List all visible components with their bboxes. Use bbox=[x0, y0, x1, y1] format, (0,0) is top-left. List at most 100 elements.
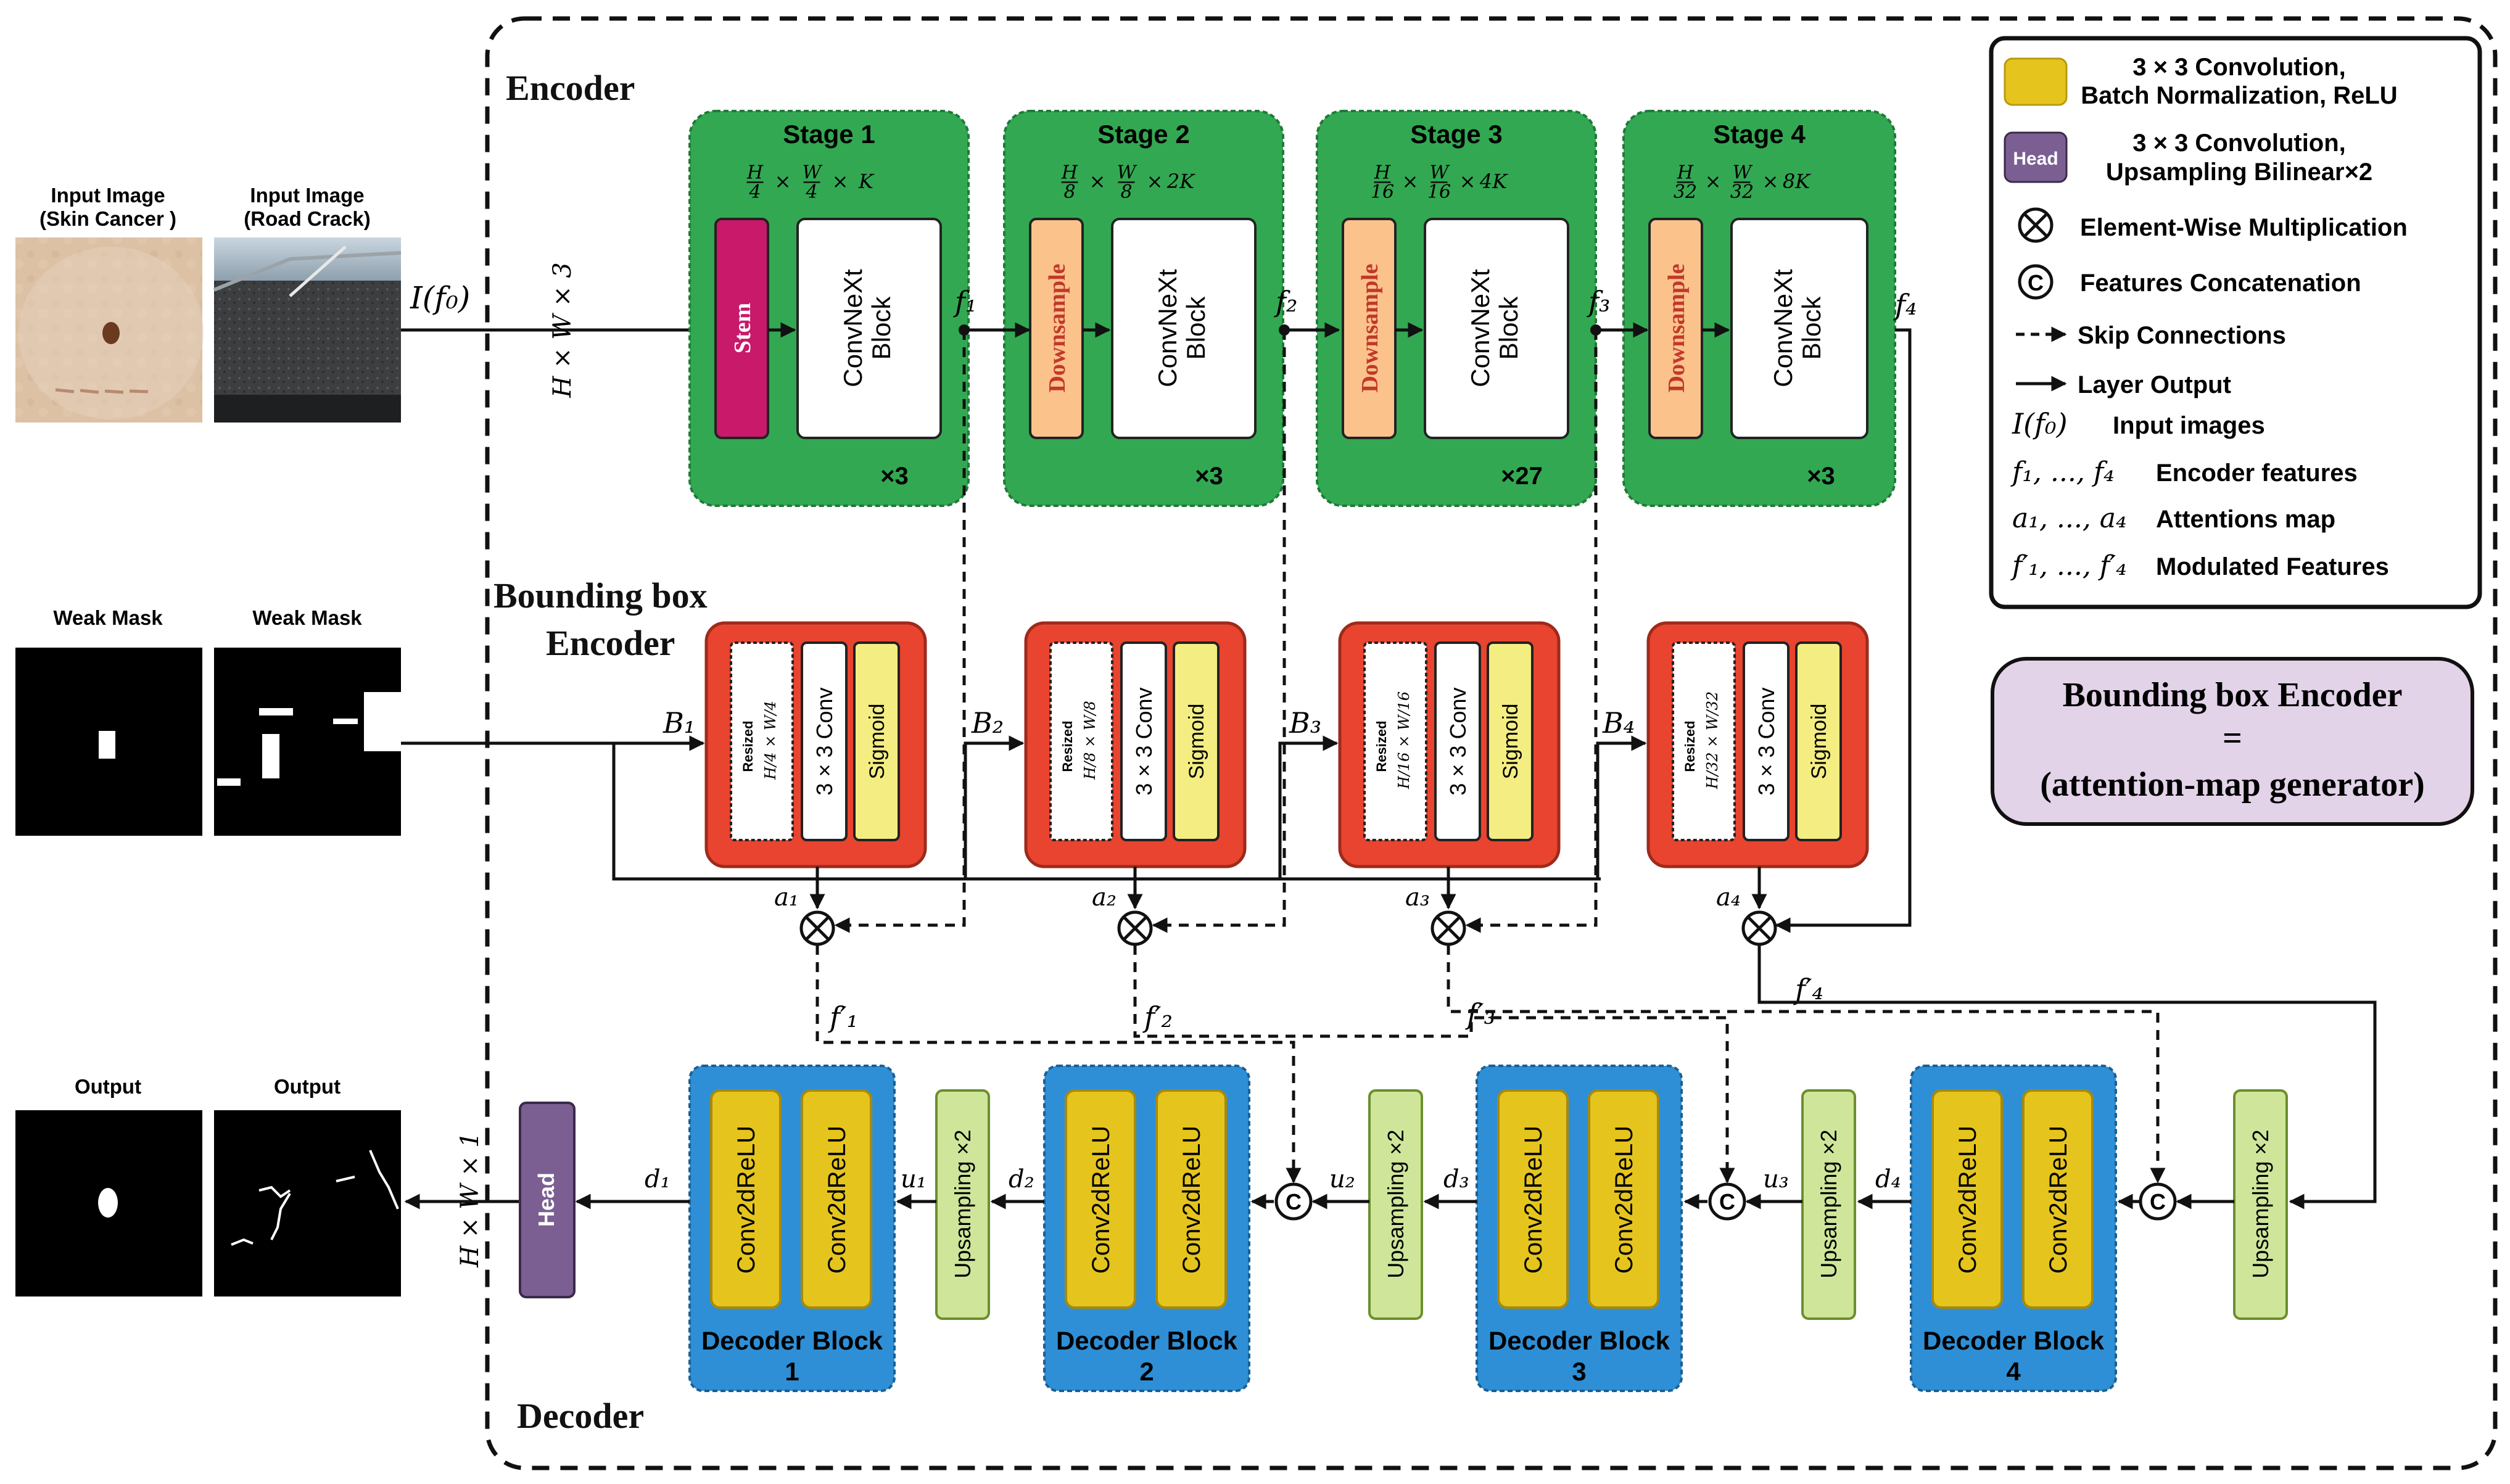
svg-text:×: × bbox=[1705, 170, 1722, 193]
b3-arrow bbox=[1278, 735, 1339, 879]
concat-node-3: C bbox=[2139, 1182, 2177, 1221]
stage-repeat: ×3 bbox=[1807, 463, 1835, 490]
conv2drelu-block: Conv2dReLU bbox=[1155, 1089, 1227, 1309]
f3-label: f₃ bbox=[1587, 285, 1610, 318]
stage-dims: H16×W16×4K bbox=[1371, 162, 1508, 204]
svg-text:C: C bbox=[1286, 1189, 1302, 1214]
multiply-node-1 bbox=[799, 910, 835, 946]
svg-text:×: × bbox=[832, 170, 849, 193]
stem-block: Stem bbox=[714, 218, 769, 439]
b2-label: B₂ bbox=[971, 706, 1004, 740]
svg-text:Downsample: Downsample bbox=[1664, 263, 1690, 392]
svg-text:×: × bbox=[775, 170, 791, 193]
svg-text:Resized: Resized bbox=[1374, 720, 1389, 772]
conv2drelu-block: Conv2dReLU bbox=[1588, 1089, 1659, 1309]
skip-f3 bbox=[1465, 330, 1598, 933]
f2p-to-concat bbox=[1133, 945, 1735, 1184]
weak-mask-skin: Weak Mask bbox=[15, 606, 202, 836]
legend-head-line2: Upsampling Bilinear×2 bbox=[2106, 159, 2372, 186]
d4-label: d₄ bbox=[1875, 1165, 1901, 1193]
sigmoid-block: Sigmoid bbox=[853, 641, 900, 841]
svg-text:H/8 × W/8: H/8 × W/8 bbox=[1081, 701, 1099, 780]
conv3x3-block: 3 × 3 Conv bbox=[1434, 641, 1481, 841]
input-road-label-1: Input Image bbox=[250, 184, 364, 207]
attention-label-4: a₄ bbox=[1716, 883, 1741, 912]
f2-label: f₂ bbox=[1274, 285, 1297, 318]
skip-f1 bbox=[834, 330, 966, 933]
conv2drelu-block: Conv2dReLU bbox=[2022, 1089, 2094, 1309]
svg-text:ConvNeXt: ConvNeXt bbox=[1769, 269, 1798, 387]
f4-to-mult bbox=[1775, 328, 1912, 933]
upsampling-block-4: Upsampling ×2 bbox=[2233, 1089, 2288, 1320]
svg-text:H: H bbox=[746, 162, 764, 184]
sigmoid-block: Sigmoid bbox=[1173, 641, 1220, 841]
legend-conv-chip bbox=[2004, 57, 2068, 106]
f2p-label: f′₂ bbox=[1142, 1000, 1173, 1034]
svg-text:×: × bbox=[1402, 170, 1419, 193]
input-road-image: Input Image (Road Crack) bbox=[213, 184, 402, 423]
svg-text:C: C bbox=[1719, 1189, 1735, 1214]
legend-mod-text: Modulated Features bbox=[2156, 553, 2389, 580]
svg-text:×: × bbox=[1147, 170, 1163, 193]
legend-multiply-text: Element-Wise Multiplication bbox=[2080, 214, 2408, 241]
d1-label: d₁ bbox=[645, 1165, 671, 1193]
note-line2: = bbox=[2223, 719, 2242, 757]
svg-text:8: 8 bbox=[1120, 181, 1132, 203]
legend: 3 × 3 Convolution, Batch Normalization, … bbox=[1989, 36, 2482, 609]
legend-input-sym: I(f₀) bbox=[2012, 407, 2068, 440]
svg-text:4: 4 bbox=[748, 181, 761, 203]
f4p-to-upsample bbox=[1757, 945, 2377, 1210]
output-label-2: Output bbox=[274, 1075, 341, 1098]
encoder-title: Encoder bbox=[506, 68, 635, 108]
svg-text:Resized: Resized bbox=[740, 720, 756, 772]
svg-text:×: × bbox=[1089, 170, 1106, 193]
decoder-block-number: 3 bbox=[1572, 1357, 1586, 1386]
legend-att-text: Attentions map bbox=[2156, 506, 2335, 533]
f4p-label: f′₄ bbox=[1793, 973, 1823, 1006]
u2-label: u₂ bbox=[1329, 1165, 1355, 1193]
svg-text:Conv2dReLU: Conv2dReLU bbox=[733, 1126, 760, 1274]
svg-text:H/16 × W/16: H/16 × W/16 bbox=[1395, 691, 1413, 789]
svg-text:ConvNeXt: ConvNeXt bbox=[838, 269, 867, 387]
legend-concat-icon: C bbox=[2018, 264, 2054, 300]
legend-enc-sym: f₁, ..., f₄ bbox=[2010, 456, 2115, 488]
decoder-title: Decoder bbox=[517, 1396, 644, 1436]
b4-label: B₄ bbox=[1602, 706, 1635, 740]
decoder-block-number: 1 bbox=[785, 1357, 799, 1386]
b2-arrow bbox=[964, 735, 1025, 879]
f1p-to-concat bbox=[815, 945, 1302, 1184]
svg-text:C: C bbox=[2028, 270, 2044, 295]
svg-text:ConvNeXt: ConvNeXt bbox=[1153, 269, 1182, 387]
conv2drelu-block: Conv2dReLU bbox=[1497, 1089, 1569, 1309]
stage-dims: H8×W8×2K bbox=[1061, 162, 1195, 204]
multiply-node-2 bbox=[1117, 910, 1153, 946]
resized-block: Resized H/16 × W/16 bbox=[1363, 641, 1427, 841]
decoder-block-title: Decoder Block bbox=[701, 1326, 883, 1355]
svg-text:C: C bbox=[2150, 1189, 2166, 1214]
svg-text:Conv2dReLU: Conv2dReLU bbox=[2045, 1126, 2072, 1274]
stage-title: Stage 2 bbox=[1097, 120, 1189, 149]
svg-text:Block: Block bbox=[867, 296, 896, 360]
weak-mask-road: Weak Mask bbox=[214, 606, 401, 836]
svg-text:Upsampling ×2: Upsampling ×2 bbox=[2248, 1129, 2273, 1278]
stage-dims: H4×W4×K bbox=[746, 162, 875, 204]
legend-att-sym: a₁, ..., a₄ bbox=[2012, 503, 2127, 534]
svg-text:Upsampling ×2: Upsampling ×2 bbox=[950, 1129, 975, 1278]
note-line1: Bounding box Encoder bbox=[2063, 676, 2403, 714]
svg-text:Sigmoid: Sigmoid bbox=[865, 704, 889, 780]
sigmoid-block: Sigmoid bbox=[1487, 641, 1534, 841]
svg-text:3 × 3 Conv: 3 × 3 Conv bbox=[812, 687, 837, 795]
svg-text:×: × bbox=[1459, 170, 1476, 193]
